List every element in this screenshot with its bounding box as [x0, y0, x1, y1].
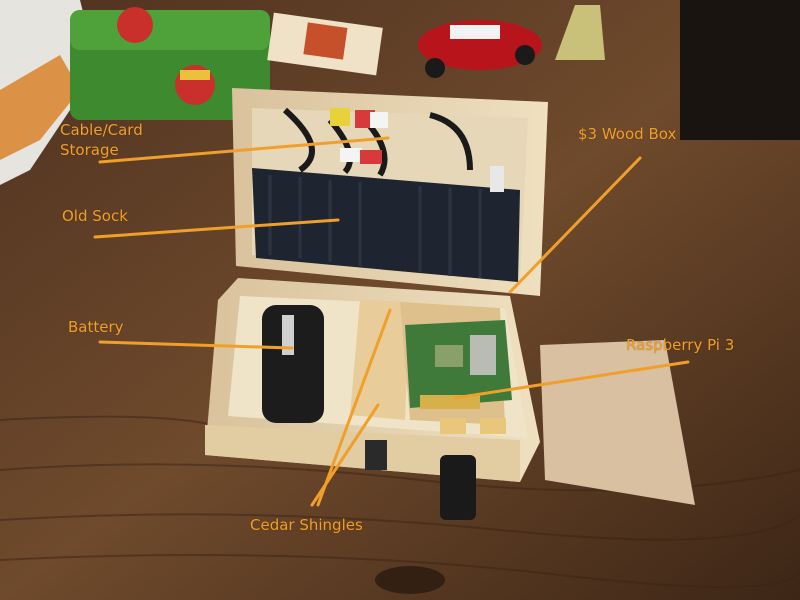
orange-folder [0, 55, 80, 160]
desk-stain [375, 566, 445, 594]
pointer-wood-box [508, 156, 642, 294]
box-lid [232, 88, 548, 296]
cedar-shingle-1 [350, 300, 410, 420]
pointer-cedar-shingle-b [310, 403, 380, 507]
battery-pack [262, 305, 324, 423]
desk-grain [0, 415, 800, 588]
pointer-battery [98, 340, 294, 350]
label-cedar-shingles: Cedar Shingles [250, 516, 363, 534]
label-old-sock: Old Sock [62, 207, 128, 225]
sock-pocket [252, 168, 520, 282]
pointer-cable-card-storage [98, 136, 390, 164]
pointer-old-sock [93, 218, 340, 239]
label-battery: Battery [68, 318, 124, 336]
toy-race-car [418, 20, 542, 78]
christmas-tin [70, 7, 270, 120]
pointer-raspberry-pi [453, 360, 690, 400]
background-dark-object [680, 0, 800, 140]
label-cable-card-storage: Cable/Card Storage [60, 121, 143, 159]
loose-cedar-shingle [540, 340, 695, 505]
usb-stick [440, 455, 476, 520]
wood-box-body [205, 278, 540, 520]
label-raspberry-pi: Raspberry Pi 3 [626, 336, 735, 354]
pointer-cedar-shingle-a [316, 308, 392, 507]
background-figurine [555, 5, 605, 60]
background-card-photo [303, 22, 348, 60]
label-wood-box: $3 Wood Box [578, 125, 677, 143]
